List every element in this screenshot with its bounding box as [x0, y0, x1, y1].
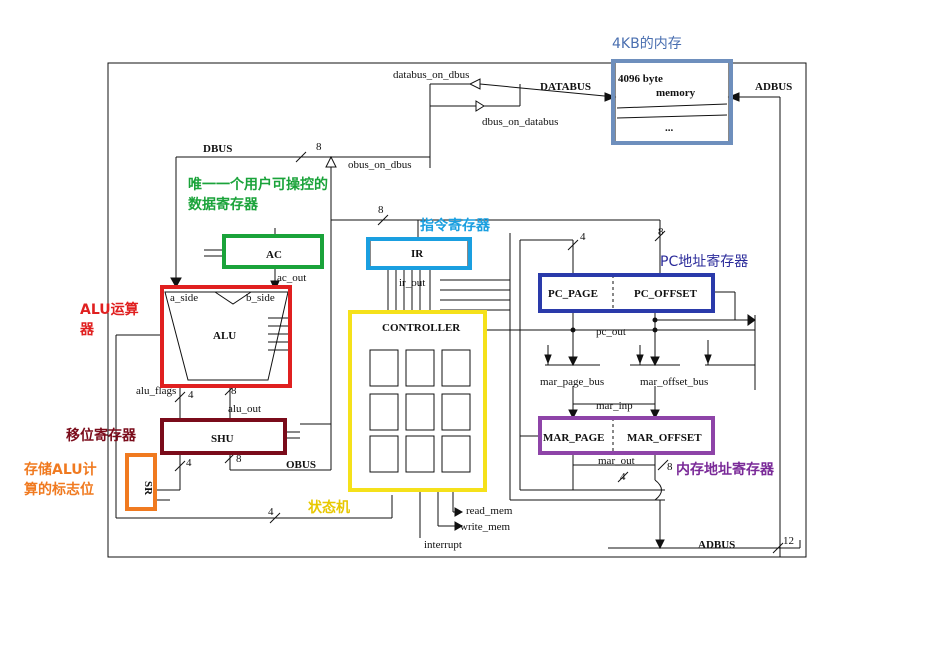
width-ir-bus: 8 [378, 204, 384, 216]
highlight-shu [160, 418, 287, 455]
label-ac-out: ac_out [277, 272, 306, 284]
width-mar-offset: 8 [667, 461, 673, 473]
memory-dots: ... [665, 122, 674, 134]
ac-label: AC [266, 249, 282, 261]
label-databus-on-dbus: databus_on_dbus [393, 69, 469, 81]
annotation-memory-top: 4KB的内存 [612, 36, 682, 52]
annotation-sr: 存储ALU计算的标志位 [24, 462, 97, 498]
label-dbus-on-databus: dbus_on_databus [482, 116, 558, 128]
tristate-obus-on-dbus [325, 155, 337, 168]
mar-page-label: MAR_PAGE [543, 432, 605, 444]
label-interrupt: interrupt [424, 539, 462, 551]
highlight-alu [160, 285, 292, 388]
alu-shape [164, 291, 289, 381]
outer-frame [107, 62, 807, 558]
highlight-controller [348, 310, 487, 492]
label-ir-out: ir_out [399, 277, 425, 289]
annotation-ac: 唯一一个用户可操控的数据寄存器 [188, 177, 328, 213]
width-shu-obus: 8 [236, 453, 242, 465]
arrow-databus [604, 92, 617, 102]
annotation-shu: 移位寄存器 [66, 428, 136, 444]
width-ctrl-bus: 4 [268, 506, 274, 518]
width-alu-flags: 4 [188, 389, 194, 401]
alu-label: ALU [213, 330, 236, 342]
label-adbus-bottom: ADBUS [698, 539, 735, 551]
width-dbus: 8 [316, 141, 322, 153]
controller-grid [369, 349, 471, 473]
label-mar-inp: mar_inp [596, 400, 633, 412]
tristate-dbus-on-databus [475, 100, 485, 112]
width-shu-sr: 4 [186, 457, 192, 469]
ir-label: IR [411, 248, 424, 260]
annotation-ir: 指令寄存器 [420, 218, 490, 234]
highlight-mar [538, 416, 715, 455]
label-write-mem: write_mem [460, 521, 511, 533]
controller-label: CONTROLLER [382, 322, 461, 334]
label-mar-page-bus: mar_page_bus [540, 376, 604, 388]
annotation-pc: PC地址寄存器 [660, 254, 749, 270]
memory-size-line2: memory [656, 87, 696, 99]
label-read-mem: read_mem [466, 505, 513, 517]
pc-page-label: PC_PAGE [548, 288, 598, 300]
label-mar-offset-bus: mar_offset_bus [640, 376, 708, 388]
highlight-memory [611, 59, 733, 145]
pc-offset-label: PC_OFFSET [634, 288, 698, 300]
tristate-databus-on-dbus [468, 78, 481, 90]
controller-block [349, 311, 486, 491]
label-obus: OBUS [286, 459, 316, 471]
shu-block [161, 419, 286, 454]
label-alu-out: alu_out [228, 403, 261, 415]
highlight-sr [125, 453, 157, 511]
highlight-ac [222, 234, 324, 269]
arrow-adbus [727, 92, 740, 102]
label-pc-out: pc_out [596, 326, 626, 338]
width-adbus: 12 [783, 535, 794, 547]
width-pc-page-bus: 4 [580, 231, 586, 243]
width-alu-out-8: 8 [231, 385, 237, 397]
annotation-mar: 内存地址寄存器 [676, 462, 774, 478]
mar-offset-label: MAR_OFFSET [627, 432, 702, 444]
label-dbus: DBUS [203, 143, 232, 155]
label-mar-out: mar_out [598, 455, 635, 467]
label-databus: DATABUS [540, 81, 591, 93]
shu-label: SHU [211, 433, 234, 445]
width-mar-page: 4 [620, 471, 626, 483]
label-obus-on-dbus: obus_on_dbus [348, 159, 412, 171]
highlight-ir [366, 237, 472, 270]
annotation-alu: ALU运算器 [80, 302, 139, 338]
highlight-pc [538, 273, 715, 313]
annotation-controller: 状态机 [308, 500, 350, 516]
label-b-side: b_side [246, 292, 275, 304]
label-a-side: a_side [170, 292, 198, 304]
width-pc-offset-bus: 8 [658, 226, 664, 238]
sr-label: SR [142, 481, 154, 496]
memory-size-line1: 4096 byte [618, 73, 663, 85]
label-adbus-top: ADBUS [755, 81, 792, 93]
